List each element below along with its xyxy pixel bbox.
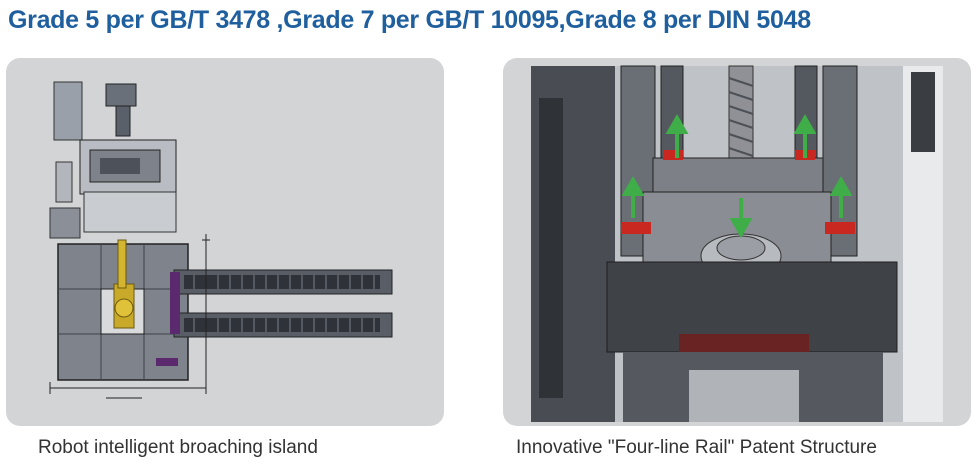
four-line-rail-render (531, 65, 943, 422)
headline: Grade 5 per GB/T 3478 ,Grade 7 per GB/T … (8, 6, 811, 34)
right-caption: Innovative "Four-line Rail" Patent Struc… (516, 437, 877, 458)
broaching-island-drawing (49, 81, 393, 399)
layout-image-panel (6, 58, 444, 426)
cad-image-panel (503, 58, 971, 426)
left-caption: Robot intelligent broaching island (38, 437, 318, 458)
